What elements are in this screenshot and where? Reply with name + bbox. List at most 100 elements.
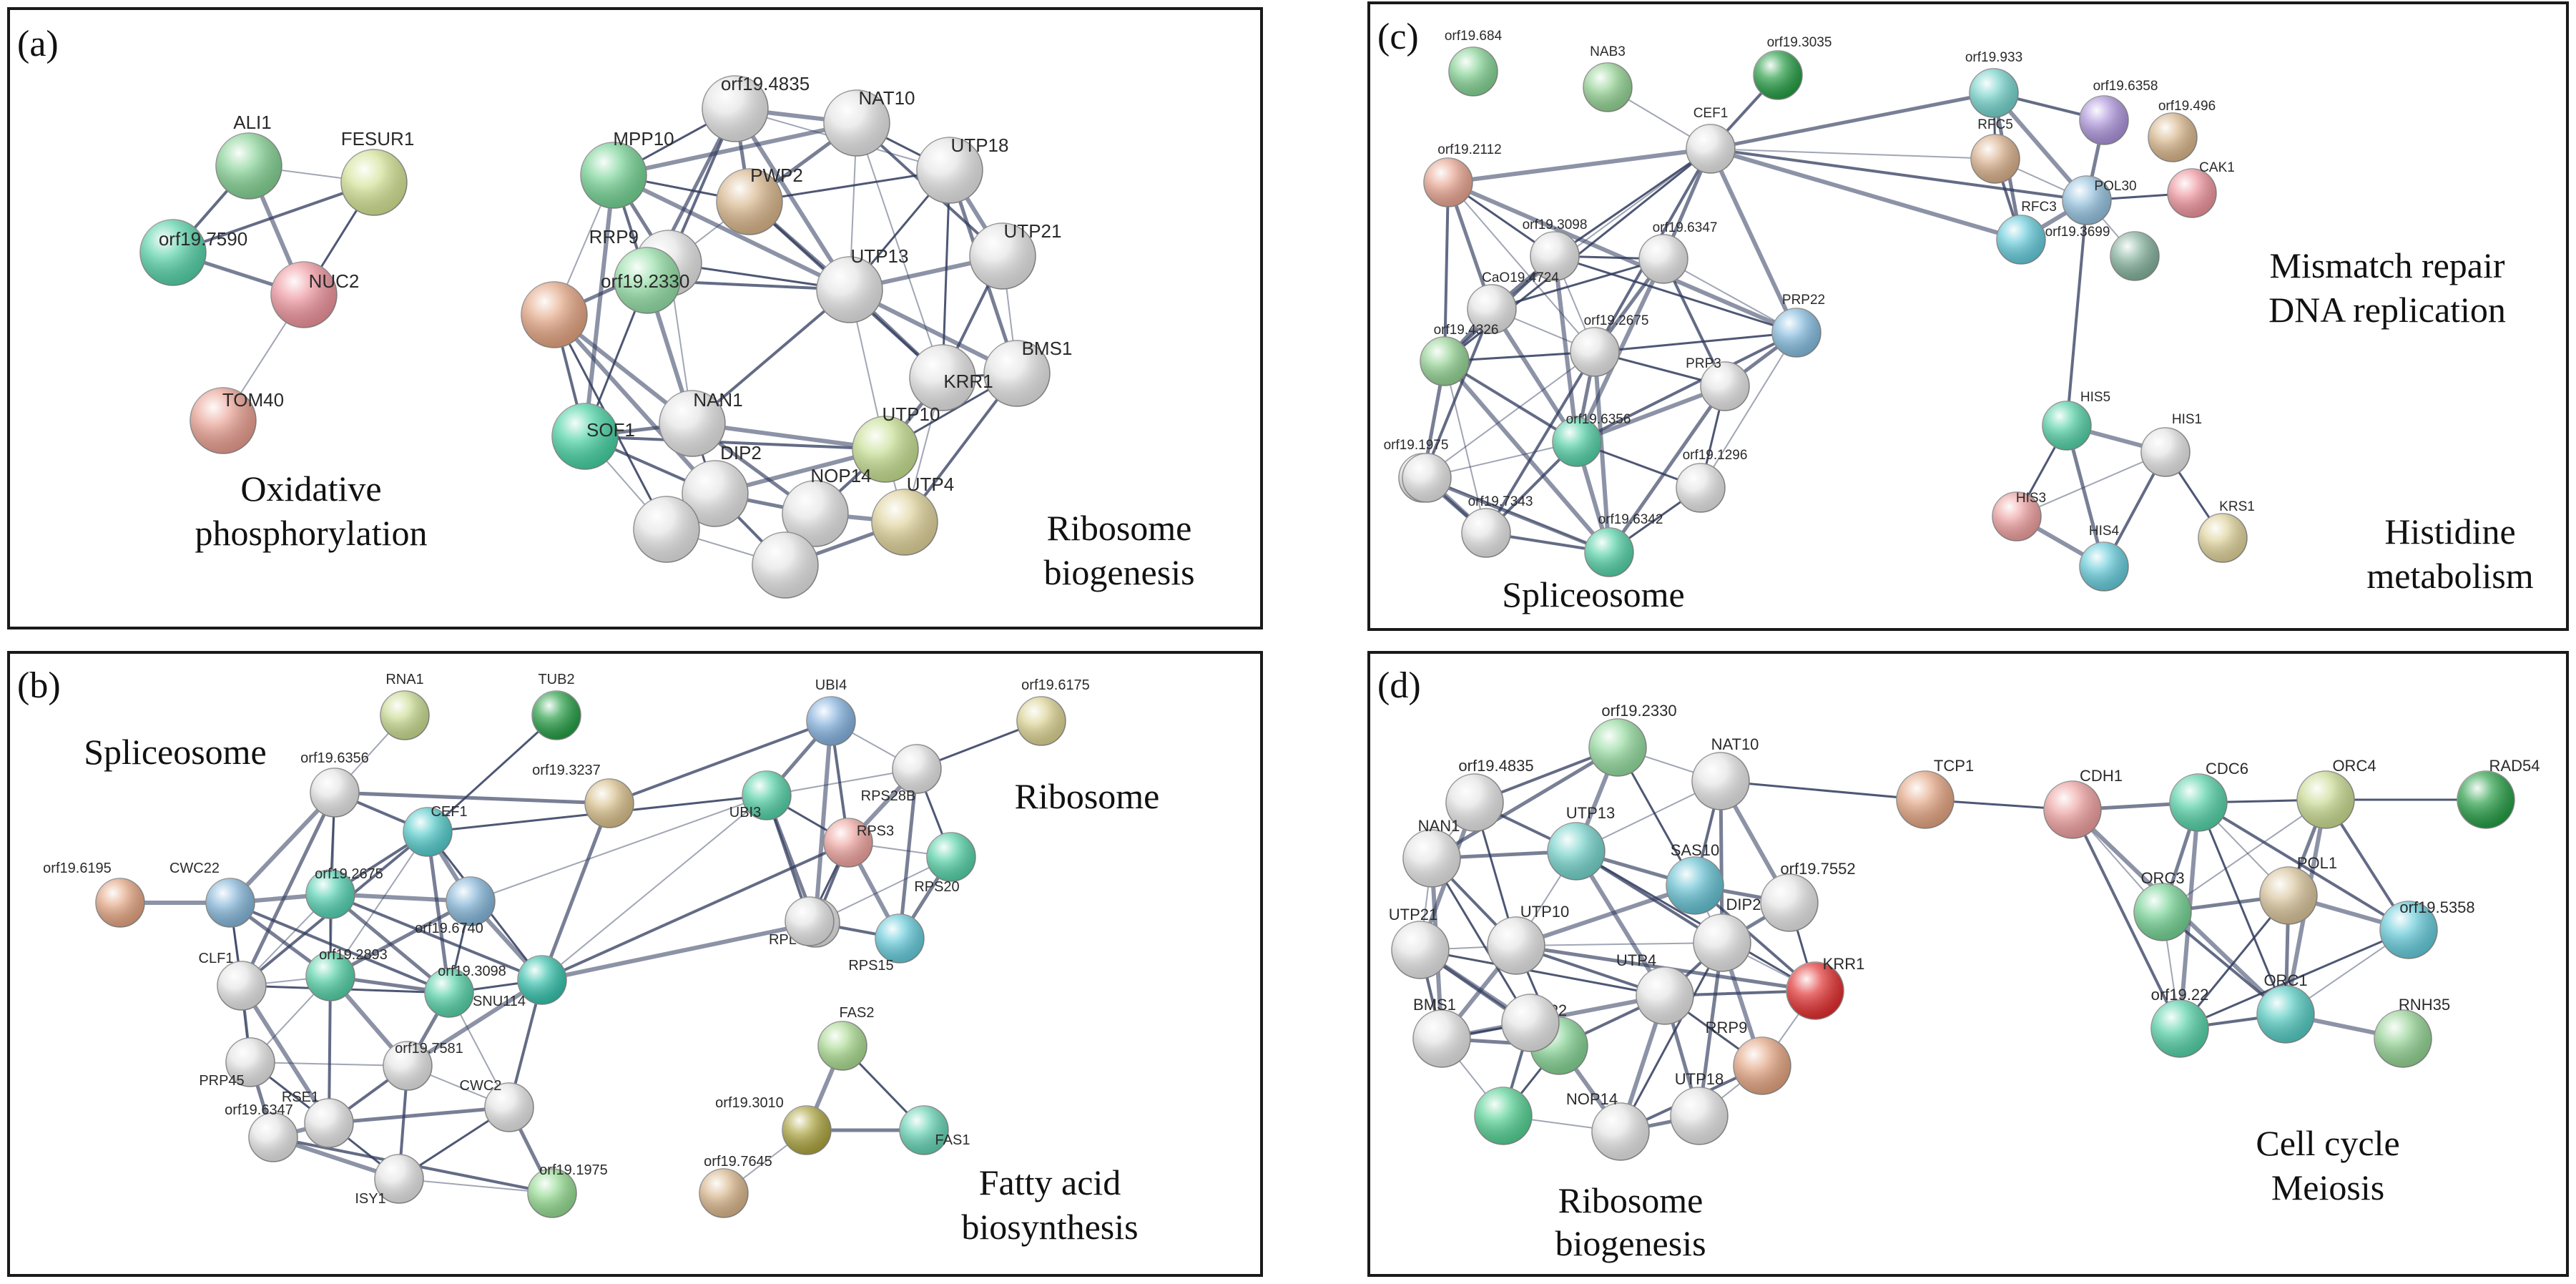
node-label: orf19.684 [1445, 29, 1503, 44]
edge-orf19.4326-orf19.6356 [1443, 360, 1578, 443]
node-orf19-2330: orf19.2330 [601, 247, 689, 314]
node-label: orf19.7343 [1468, 494, 1533, 509]
node-orf19-6347: orf19.6347 [1638, 220, 1717, 284]
node-label: UTP10 [1520, 903, 1569, 921]
edge-orf19.6347-PRP22 [1663, 258, 1797, 333]
node-utp13: UTP13 [816, 245, 908, 323]
edge-orf19.6342-c_g1 [1426, 477, 1610, 553]
node-label: RSE1 [282, 1089, 319, 1105]
node-label: RRP9 [589, 226, 639, 248]
node-label: NAT10 [1711, 735, 1759, 753]
node-nat10: NAT10 [823, 87, 915, 157]
node-label: orf19.933 [1965, 50, 2022, 65]
panel-d-letter: (d) [1377, 665, 1421, 706]
node-orf19-2112: orf19.2112 [1423, 142, 1502, 207]
node-label: orf19.2675 [1584, 313, 1649, 328]
edge-orf19.1975-orf19.6342 [1421, 476, 1611, 554]
edge-CaO19.4724-orf19.6356 [1490, 307, 1579, 444]
node-label: ORC3 [2140, 869, 2184, 887]
node-rrp9: RRP9 [1706, 1019, 1791, 1095]
edge-orf19.4326-orf19.6342 [1442, 359, 1611, 554]
panel-d: orf19.2330NAT10orf19.4835NAN1UTP13SAS10o… [1367, 651, 2569, 1277]
node-label: ISY1 [355, 1191, 385, 1207]
node-rfc3: RFC3 [1996, 200, 2057, 265]
edge-TUB2-CEF1 [426, 714, 558, 833]
node-d-g1 [1501, 994, 1560, 1052]
node-rad54: RAD54 [2457, 757, 2540, 829]
node-rps20: RPS20 [914, 832, 976, 895]
node-orf19-7343: orf19.7343 [1461, 494, 1533, 558]
node-rfc5: RFC5 [1970, 117, 2020, 184]
node-label: orf19.6342 [1598, 512, 1663, 527]
edge-NAT10-MPP10 [611, 121, 859, 177]
edge-orf19.2675-SNU114 [329, 893, 544, 981]
node-label: SOF1 [586, 419, 635, 441]
edge-orf19.6347-CaO19.4724 [1490, 258, 1665, 310]
node-prp45: PRP45 [199, 1037, 275, 1089]
node-label: CDH1 [2080, 767, 2123, 785]
edge-orf19.4326-orf19.2675 [1443, 351, 1596, 363]
node-label: HIS4 [2089, 524, 2120, 539]
node-label: orf19.22 [2151, 986, 2209, 1004]
node-sas10: SAS10 [1666, 841, 1724, 915]
node-a-g2 [752, 531, 819, 599]
edge-orf19.6740-UBI3 [470, 795, 767, 902]
node-label: BMS1 [1022, 338, 1073, 359]
node-label: NOP14 [1566, 1090, 1618, 1108]
node-dip2: DIP2 [682, 442, 762, 527]
node-a-g1 [633, 496, 700, 563]
node-rps15: RPS15 [848, 913, 925, 974]
node-orf19-3098: orf19.3098 [1523, 217, 1587, 281]
node-label: UTP10 [883, 403, 940, 425]
node-ubi3: UBI3 [729, 770, 792, 820]
node-orf19-5358: orf19.5358 [2379, 898, 2475, 959]
node-label: UTP21 [1004, 220, 1062, 242]
node-label: RFC5 [1977, 117, 2013, 132]
node-label: RPS3 [857, 823, 894, 839]
edge-PRP45-orf19.7581 [250, 1062, 408, 1067]
edge-CEF1-RFC5 [1710, 148, 1996, 160]
node-orf19-6356: orf19.6356 [1552, 412, 1631, 467]
edge-UTP21-UTP4 [1419, 949, 1666, 997]
node-label: TCP1 [1934, 757, 1974, 775]
node-utp4: UTP4 [871, 474, 954, 556]
node-label: NOP14 [810, 465, 871, 486]
panel-c-cluster-1: Spliceosome [1502, 574, 1685, 614]
node-utp10: UTP10 [852, 403, 940, 483]
node-label: NAT10 [859, 87, 915, 109]
node-orf19-684: orf19.684 [1445, 29, 1503, 97]
node-utp10: UTP10 [1487, 903, 1569, 975]
edge-CWC22-orf19.3098 [229, 901, 451, 994]
node-utp18: UTP18 [916, 134, 1008, 204]
node-label: NUC2 [309, 270, 360, 292]
edge-UTP13-NAN1 [691, 288, 851, 425]
node-sof1: SOF1 [551, 403, 635, 470]
panel-c-nodes: orf19.684NAB3orf19.3035CEF1orf19.933orf1… [1384, 29, 2255, 592]
node-rps3: RPS3 [823, 818, 894, 868]
node-label: orf19.6740 [415, 921, 483, 936]
panel-b-cluster-2: Ribosome [1015, 776, 1160, 816]
node-orf19-1975: orf19.1975 [527, 1162, 608, 1218]
node-label: CEF1 [431, 804, 467, 820]
panel-b-letter: (b) [17, 665, 61, 706]
node-utp4: UTP4 [1616, 951, 1694, 1025]
edge-orf19.4326-orf19.7343 [1444, 361, 1487, 534]
node-label: POL1 [2297, 854, 2337, 872]
node-orf19-2245: orf19.22 [2150, 986, 2209, 1058]
node-ali1: ALI1 [215, 112, 282, 200]
node-rse1: RSE1 [282, 1089, 354, 1148]
node-label: KRR1 [1823, 955, 1865, 973]
node-label: orf19.496 [2158, 99, 2216, 114]
edge-PRP3-orf19.6356 [1575, 384, 1727, 444]
edge-CLF1-RSE1 [240, 984, 331, 1125]
node-label: PRP45 [199, 1073, 244, 1089]
edge-orf19.3098-PRP22 [1553, 255, 1798, 334]
